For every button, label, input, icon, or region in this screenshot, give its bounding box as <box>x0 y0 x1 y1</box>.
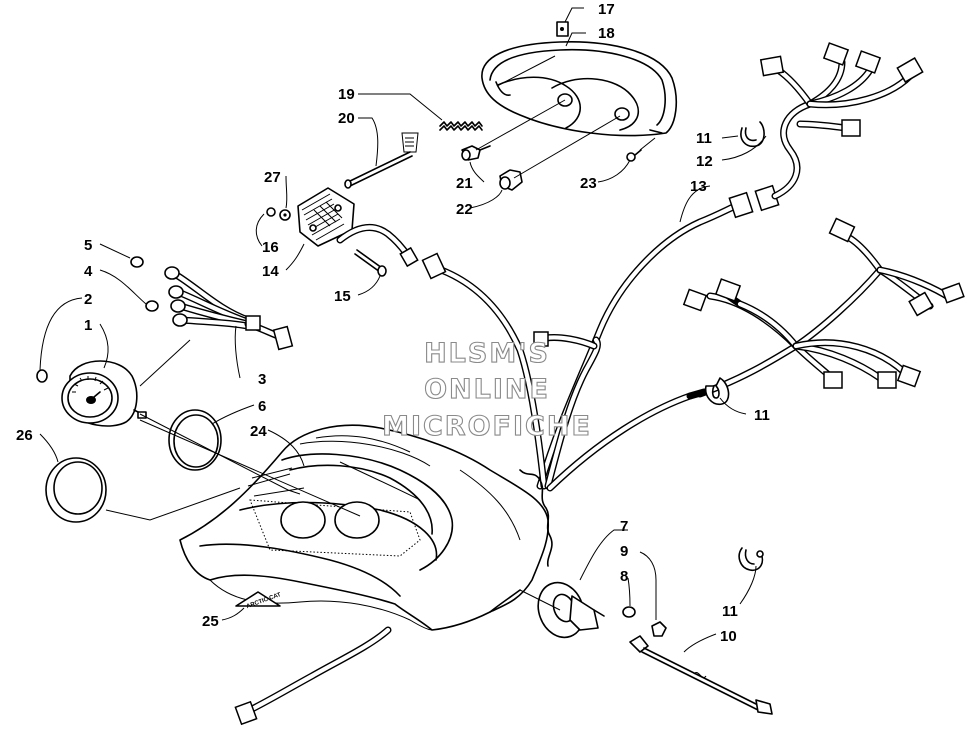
bulb-socket <box>499 169 523 191</box>
callout-23: 23 <box>580 175 597 192</box>
harness-clamp-upper <box>740 121 765 148</box>
headlight-clip <box>556 21 569 37</box>
speedometer-drive <box>537 581 605 639</box>
callout-17: 17 <box>598 1 615 18</box>
headlight-assembly <box>481 40 678 137</box>
callout-6: 6 <box>258 398 266 415</box>
callout-2: 2 <box>84 291 92 308</box>
speedometer-lamp <box>36 369 48 383</box>
callout-26: 26 <box>16 427 33 444</box>
callout-24: 24 <box>250 423 267 440</box>
callout-leaders <box>39 7 767 653</box>
callout-19: 19 <box>338 86 355 103</box>
callout-20: 20 <box>338 110 355 127</box>
callout-21: 21 <box>456 175 473 192</box>
watermark-line-3: MICROFICHE <box>382 411 592 442</box>
callout-16: 16 <box>262 239 279 256</box>
callout-9: 9 <box>620 543 628 560</box>
speedometer-bezel <box>45 457 107 523</box>
dash-panel <box>179 424 550 631</box>
callout-18: 18 <box>598 25 615 42</box>
drive-washer <box>622 606 636 618</box>
gauge-gasket <box>168 409 222 471</box>
watermark: HLSM'S ONLINE MICROFICHE <box>382 337 592 442</box>
callout-25: 25 <box>202 613 219 630</box>
callout-13: 13 <box>690 178 707 195</box>
callout-12: 12 <box>696 153 713 170</box>
parking-bulb <box>626 149 642 162</box>
watermark-line-1: HLSM'S <box>424 338 550 369</box>
callout-7: 7 <box>620 518 628 535</box>
callout-1: 1 <box>84 317 92 334</box>
callout-22: 22 <box>456 201 473 218</box>
regulator-screw <box>354 249 387 277</box>
harness-clamp-middle <box>704 377 730 406</box>
callout-11-upper: 11 <box>696 130 712 147</box>
instrument-lamp-harness <box>130 256 294 351</box>
headlight-bulb <box>461 145 491 161</box>
callout-10: 10 <box>720 628 737 645</box>
callout-8: 8 <box>620 568 628 585</box>
callout-27: 27 <box>264 169 281 186</box>
callout-5: 5 <box>84 237 92 254</box>
callout-11-lower: 11 <box>722 603 738 620</box>
adjuster-spring <box>439 121 483 131</box>
harness-clamp-lower <box>738 547 764 572</box>
arctic-cat-decal: ARCTIC CAT <box>235 591 282 610</box>
voltage-regulator <box>297 187 355 247</box>
callout-numbers: 17 18 19 20 21 22 23 27 16 14 15 11 12 1… <box>16 1 770 645</box>
adjuster-screw <box>344 132 419 189</box>
speedometer-cable <box>629 635 773 715</box>
speedometer <box>61 360 147 427</box>
drive-nut <box>651 621 667 637</box>
callout-14: 14 <box>262 263 279 280</box>
callout-4: 4 <box>84 263 93 280</box>
callout-15: 15 <box>334 288 351 305</box>
callout-11-middle: 11 <box>754 407 770 424</box>
regulator-nut <box>266 207 291 221</box>
watermark-line-2: ONLINE <box>424 374 550 405</box>
callout-3: 3 <box>258 371 266 388</box>
